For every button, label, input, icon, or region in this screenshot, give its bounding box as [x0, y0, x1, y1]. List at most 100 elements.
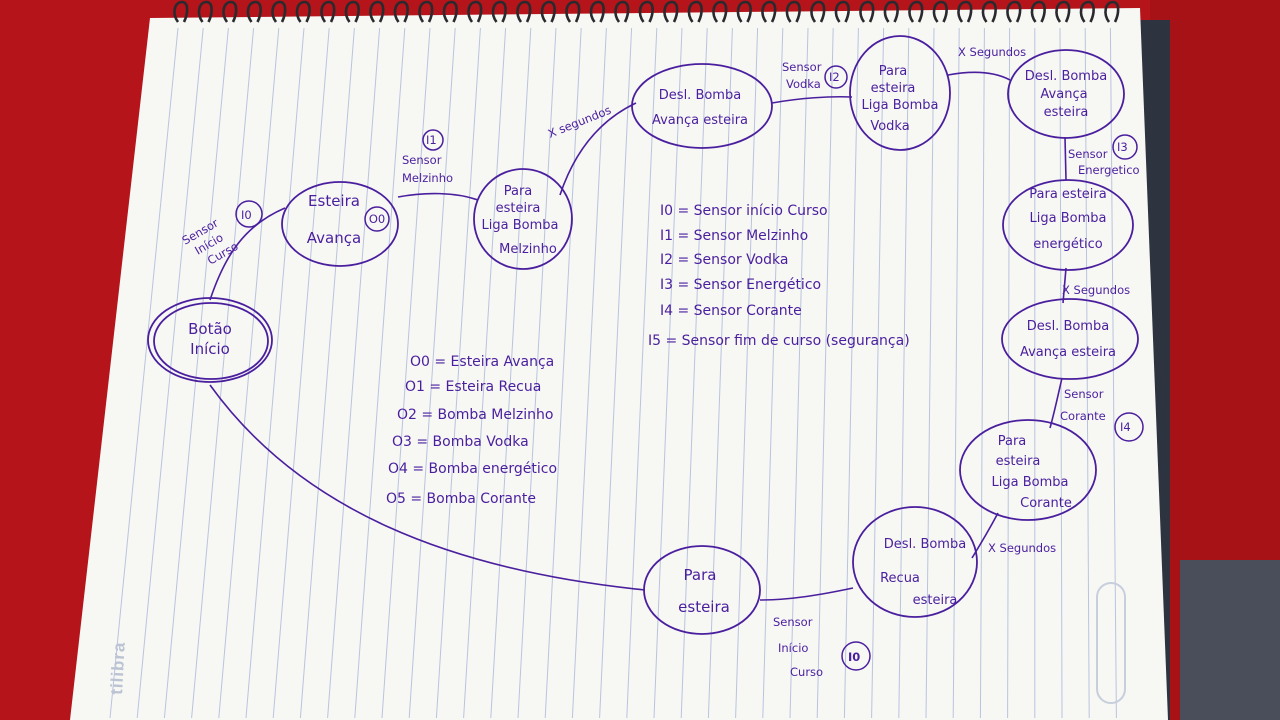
state-desl-recua [852, 506, 978, 618]
transition-lines [209, 71, 1067, 601]
t-fim-line-3: Curso [790, 665, 823, 679]
ruled-line [653, 27, 683, 719]
ruled-line [245, 27, 305, 719]
t-inicio-tag: I0 [241, 208, 252, 222]
state-liga-corante [959, 419, 1097, 521]
tag-circle-i1 [422, 129, 444, 151]
t-vodka-line-1: Sensor [782, 60, 822, 74]
notebook-brand: tilibra [107, 641, 129, 695]
t-seg-2: X Segundos [958, 45, 1026, 59]
spiral-ring [761, 0, 777, 23]
state-energetico-line-2: Liga Bomba [1030, 211, 1107, 226]
tag-circle-o0 [364, 206, 390, 232]
spiral-ring [1055, 0, 1071, 23]
state-corante-line-4: Corante [1020, 496, 1072, 511]
notebook-page [70, 8, 1168, 720]
spiral-ring [957, 0, 973, 23]
ruled-line [979, 27, 985, 719]
tag-circle-i0-end [841, 641, 871, 671]
spiral-ring [222, 0, 238, 23]
ruled-line [843, 27, 859, 719]
ruled-line [925, 27, 935, 719]
spiral-ring [393, 0, 409, 23]
ruled-line [435, 27, 481, 719]
tag-circles [235, 65, 1144, 671]
tag-circle-i3 [1112, 134, 1138, 160]
state-recua-line-3: esteira [913, 593, 958, 608]
line-desl1-vodka [771, 95, 853, 104]
t-corante-line-2: Corante [1060, 409, 1106, 423]
state-desl-avanca-2 [1007, 49, 1125, 139]
state-labels: Botão Início Esteira Avança O0 Para este… [188, 64, 1116, 616]
spiral-ring [834, 0, 850, 23]
state-corante-line-3: Liga Bomba [992, 475, 1069, 490]
ruled-line [490, 27, 532, 719]
state-esteira-line-2: Avança [307, 229, 361, 247]
output-o3: O3 = Bomba Vodka [392, 434, 529, 450]
state-vodka-line-1: Para [879, 64, 908, 79]
t-energetico-tag: I3 [1117, 140, 1128, 154]
state-recua-line-2: Recua [880, 571, 920, 586]
t-fim-line-2: Início [778, 641, 808, 655]
ruled-line [163, 27, 229, 719]
spiral-ring [1030, 0, 1046, 23]
ruled-line [327, 27, 381, 719]
t-fim-tag: I0 [848, 650, 860, 664]
output-o0: O0 = Esteira Avança [410, 354, 554, 370]
spiral-ring [516, 0, 532, 23]
spiral-ring [418, 0, 434, 23]
tag-circle-i4 [1114, 412, 1144, 442]
ruled-line [1059, 27, 1063, 719]
t-vodka-tag: I2 [829, 70, 840, 84]
state-liga-vodka [849, 35, 951, 151]
ruled-line [626, 27, 658, 719]
state-shapes [147, 35, 1139, 635]
paper-sheet [70, 8, 1168, 720]
state-desl1-line-1: Desl. Bomba [659, 88, 741, 103]
state-vodka-line-3: Liga Bomba [862, 98, 939, 113]
spiral-ring [859, 0, 875, 23]
state-melzinho-line-1: Para [504, 184, 533, 199]
state-corante-line-2: esteira [996, 454, 1041, 469]
page-label-box [1096, 582, 1126, 704]
input-i2: I2 = Sensor Vodka [660, 252, 789, 268]
spiral-ring [271, 0, 287, 23]
state-desl3-line-2: Avança esteira [1020, 345, 1116, 360]
ruled-line [1084, 27, 1090, 719]
spiral-ring [785, 0, 801, 23]
spiral-ring [883, 0, 899, 23]
line-esteira-melzinho [397, 192, 479, 201]
line-recua-para [759, 587, 854, 601]
state-corante-line-1: Para [998, 434, 1027, 449]
ruled-line [735, 27, 759, 719]
t-energetico-line-2: Energetico [1078, 163, 1140, 177]
spiral-ring [246, 0, 262, 23]
output-o2: O2 = Bomba Melzinho [397, 407, 553, 423]
input-i0: I0 = Sensor início Curso [660, 203, 828, 219]
output-o5: O5 = Bomba Corante [386, 491, 536, 507]
input-i3: I3 = Sensor Energético [660, 277, 821, 293]
input-i4: I4 = Sensor Corante [660, 303, 802, 319]
spiral-ring [663, 0, 679, 23]
state-desl2-line-1: Desl. Bomba [1025, 69, 1107, 84]
state-desl2-line-3: esteira [1044, 105, 1089, 120]
state-inicio-line-2: Início [190, 340, 230, 358]
state-inicio-inner [153, 302, 269, 380]
state-para-line-1: Para [684, 566, 717, 584]
state-desl-avanca-3 [1001, 298, 1139, 380]
spiral-ring [736, 0, 752, 23]
output-o1: O1 = Esteira Recua [405, 379, 541, 395]
t-seg-4: X Segundos [988, 541, 1056, 555]
ruled-line [762, 27, 784, 719]
ruled-line [707, 27, 733, 719]
state-desl1-line-2: Avança esteira [652, 113, 748, 128]
ruled-line [463, 27, 507, 719]
spiral-ring [369, 0, 385, 23]
ruled-line [1007, 27, 1011, 719]
state-para-line-2: esteira [678, 598, 730, 616]
state-esteira-line-1: Esteira [308, 192, 360, 210]
output-o4: O4 = Bomba energético [388, 461, 557, 477]
ruled-line [272, 27, 330, 719]
ruled-line [898, 27, 910, 719]
spiral-binding [173, 0, 1120, 23]
